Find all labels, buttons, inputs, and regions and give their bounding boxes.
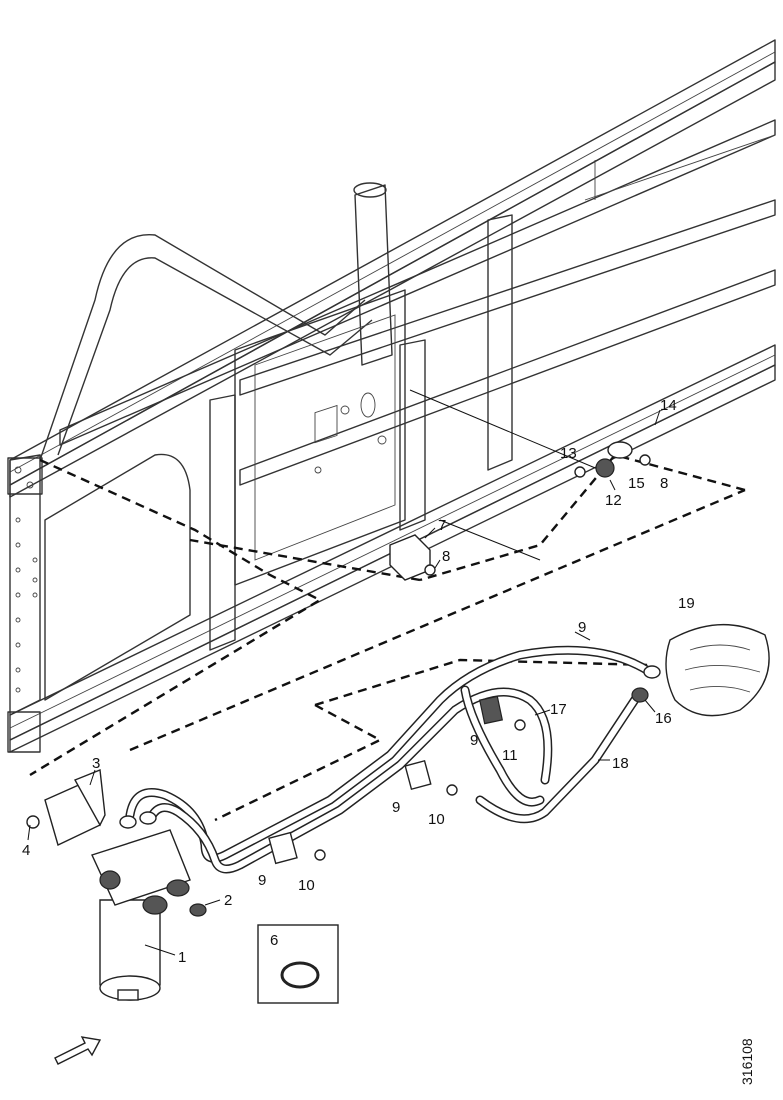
post-holes: [15, 517, 38, 693]
assembly-dashed-lines: [29, 389, 746, 822]
callout-10-upper: 10: [428, 811, 445, 828]
drawing-code: 316108: [739, 1038, 755, 1085]
callout-9-bottom: 9: [258, 872, 266, 889]
bracket-3: [26, 769, 106, 846]
callout-18: 18: [612, 755, 629, 772]
callout-8-right: 8: [660, 475, 668, 492]
pipe-routing: [125, 645, 655, 874]
callout-11: 11: [502, 747, 518, 764]
callout-16: 16: [655, 710, 672, 727]
detail-box-6: [257, 924, 339, 1004]
callout-12: 12: [605, 492, 622, 509]
callout-9-lower: 9: [392, 799, 400, 816]
callout-7: 7: [438, 517, 446, 534]
pump-19: [665, 623, 770, 717]
fitting-2: [189, 903, 207, 917]
clamps: [268, 534, 526, 865]
callout-4: 4: [22, 842, 30, 859]
callout-8-upper: 8: [442, 548, 450, 565]
filter-assembly: [91, 811, 191, 1001]
callout-19: 19: [678, 595, 695, 612]
callout-6: 6: [270, 932, 278, 949]
connector-parts-right: [574, 441, 661, 703]
direction-arrow: [54, 1036, 102, 1065]
callout-labels: 1 2 3 4 6 7 8 8 9 9 9 9 10 10 11 12 13 1…: [22, 397, 695, 966]
callout-leaders: [27, 409, 661, 956]
callout-17: 17: [550, 701, 567, 718]
callout-3: 3: [92, 755, 100, 772]
callout-9-mid: 9: [470, 732, 478, 749]
callout-14: 14: [660, 397, 677, 414]
callout-10-lower: 10: [298, 877, 315, 894]
callout-15: 15: [628, 475, 645, 492]
callout-2: 2: [224, 892, 232, 909]
chassis-frame: [7, 39, 776, 753]
callout-1: 1: [178, 949, 186, 966]
callout-13: 13: [560, 445, 577, 462]
callout-9-top: 9: [578, 619, 586, 636]
